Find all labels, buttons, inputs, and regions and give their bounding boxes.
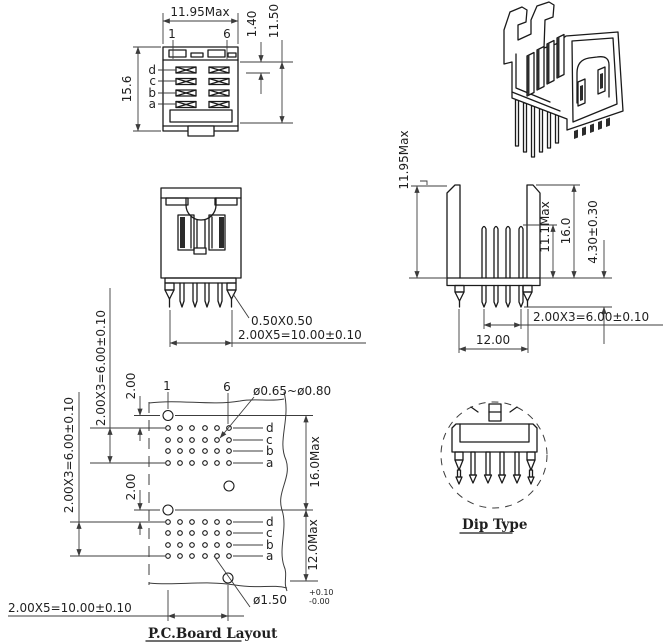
dim-lip: 1.40 [245, 11, 259, 38]
pcb-row-lower-c: c [266, 526, 273, 540]
pcb-row-lower-a: a [266, 549, 273, 563]
dim-rows-lower: 2.00X3=6.00±0.10 [62, 397, 76, 513]
iso-view [503, 1, 624, 158]
dim-row-pitch: 2.00X3=6.00±0.10 [533, 310, 649, 324]
contact-slots [175, 66, 230, 109]
side-view: 11.95Max 11.1Max 16.0 4.30±0.30 2.00X3=6… [397, 130, 663, 353]
top-view: d c b a 1 6 11.95Max 15.6 1.40 11.50 [120, 4, 293, 137]
dim-total-height: 16.0 [559, 218, 573, 245]
row-label-d: d [148, 63, 156, 77]
front-view: 0.50X0.50 2.00X5=10.00±0.10 [160, 187, 366, 347]
dim-span-upper: 16.0Max [308, 436, 322, 488]
dim-big-hole-tol-minus: -0.00 [309, 597, 330, 606]
dim-pitch: 2.00X5=10.00±0.10 [238, 328, 362, 342]
pcb-row-upper-c: c [266, 433, 273, 447]
pcb-layout: 1 6 d c b a d c b a ø0.65~ø0.80 ø1.50 +0… [8, 288, 334, 642]
row-label-c: c [149, 74, 156, 88]
dim-hole-dia: ø0.65~ø0.80 [253, 384, 331, 398]
dim-body-height: 11.50 [267, 4, 281, 38]
dim-tail: 4.30±0.30 [586, 200, 600, 264]
pin-number-1: 1 [168, 27, 176, 41]
pcb-row-upper-a: a [266, 456, 273, 470]
front-pins [164, 282, 237, 308]
dim-width: 11.95Max [170, 5, 229, 19]
dim-big-hole-dia: ø1.50 [253, 593, 287, 607]
iso-blades [526, 33, 565, 97]
dim-offset-upper: 2.00 [124, 373, 138, 400]
side-pins [454, 225, 533, 308]
dim-offset-lower: 2.00 [124, 474, 138, 501]
row-label-a: a [149, 97, 156, 111]
pcb-layout-title: P.C.Board Layout [148, 626, 278, 642]
pcb-row-upper-b: b [266, 444, 274, 458]
dim-big-hole-tol-plus: +0.10 [309, 588, 334, 597]
dim-rows-upper: 2.00X3=6.00±0.10 [94, 310, 108, 426]
row-label-b: b [148, 86, 156, 100]
pcb-pin-number-6: 6 [223, 380, 231, 394]
pcb-pin-number-1: 1 [163, 379, 171, 393]
iso-long-pins [514, 99, 560, 158]
hole-grid-upper [165, 425, 232, 466]
dim-side-height: 11.95Max [397, 130, 411, 189]
dip-pins [454, 451, 536, 485]
dim-height-left: 15.6 [120, 76, 134, 103]
dip-type-caption: Dip Type [462, 517, 527, 533]
pcb-row-lower-b: b [266, 538, 274, 552]
dim-contact-height: 11.1Max [538, 201, 552, 253]
pcb-row-lower-d: d [266, 515, 274, 529]
dip-view: Dip Type [440, 401, 548, 534]
dim-side-width: 12.00 [476, 333, 510, 347]
dim-cols: 2.00X5=10.00±0.10 [8, 601, 132, 615]
pcb-row-upper-d: d [266, 421, 274, 435]
hole-grid-lower [165, 519, 232, 559]
iso-small-pins [574, 117, 610, 139]
dim-span-lower: 12.0Max [306, 519, 320, 571]
pin-number-6: 6 [223, 27, 231, 41]
dim-chamfer: 0.50X0.50 [251, 314, 313, 328]
